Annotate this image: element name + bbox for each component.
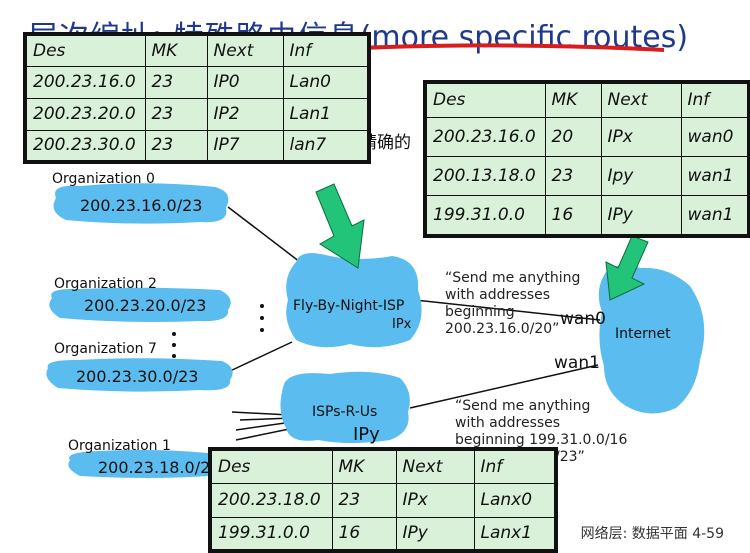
org7-prefix: 200.23.30.0/23 bbox=[76, 367, 199, 386]
table-header-row: Des MK Next Inf bbox=[24, 33, 370, 67]
table-header-row: Des MK Next Inf bbox=[424, 81, 750, 118]
rus-isp-name: ISPs-R-Us bbox=[312, 404, 378, 420]
fly-announcement: “Send me anything with addresses beginni… bbox=[445, 270, 581, 337]
title-underline bbox=[359, 43, 665, 52]
rus-isp-ip: IPy bbox=[353, 424, 380, 445]
org1-name: Organization 1 bbox=[68, 438, 171, 454]
rus-announcement: “Send me anything with addresses beginni… bbox=[455, 398, 628, 465]
org1-prefix: 200.23.18.0/23 bbox=[98, 458, 221, 477]
partial-text: 精确的 bbox=[360, 133, 411, 153]
org7-name: Organization 7 bbox=[54, 341, 157, 357]
fly-isp-name: Fly-By-Night-ISP bbox=[293, 298, 405, 314]
org0-prefix: 200.23.16.0/23 bbox=[80, 196, 203, 215]
table-header-row: Des MK Next Inf bbox=[209, 448, 557, 484]
slide-footer: 网络层: 数据平面 4-59 bbox=[580, 526, 724, 542]
internet-label: Internet bbox=[615, 326, 671, 342]
fly-isp-ip: IPx bbox=[392, 317, 412, 332]
wan1-label: wan1 bbox=[554, 353, 600, 373]
wan0-label: wan0 bbox=[560, 309, 606, 329]
org0-name: Organization 0 bbox=[52, 171, 155, 187]
org2-prefix: 200.23.20.0/23 bbox=[84, 296, 207, 315]
org2-name: Organization 2 bbox=[54, 276, 157, 292]
